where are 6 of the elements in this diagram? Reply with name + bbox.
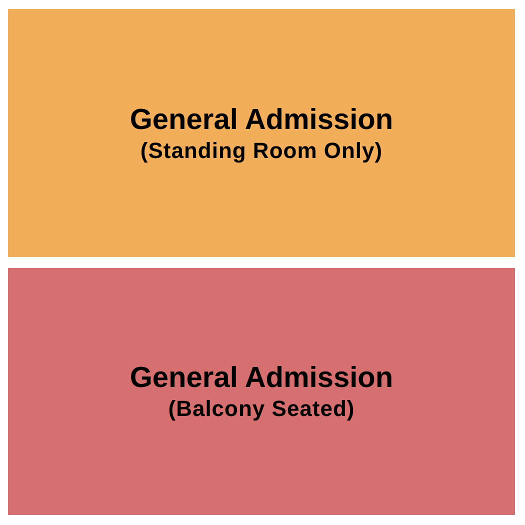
section-name: General Admission xyxy=(130,361,394,395)
section-note: (Standing Room Only) xyxy=(140,136,383,164)
section-note: (Balcony Seated) xyxy=(168,395,355,422)
seating-section xyxy=(8,268,515,515)
seating-section xyxy=(8,9,515,257)
section-name: General Admission xyxy=(130,102,394,136)
